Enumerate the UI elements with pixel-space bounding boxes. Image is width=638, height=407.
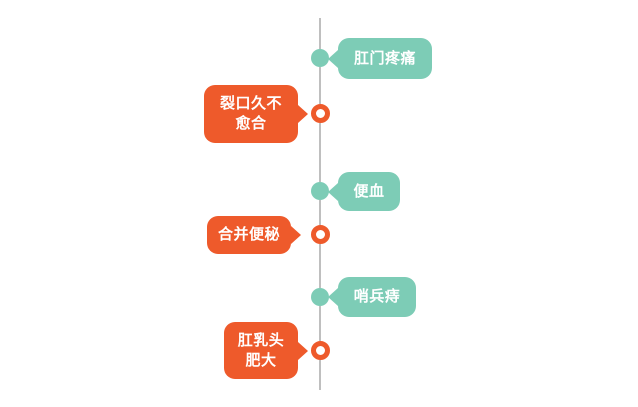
bubble-tail-right-icon: [291, 226, 301, 244]
timeline-bubble-label: 合并便秘: [217, 225, 280, 244]
bubble-tail-right-icon: [298, 341, 308, 360]
timeline-bubble-6[interactable]: 肛乳头 肥大: [224, 322, 308, 379]
timeline-bubble-label: 肛门疼痛: [353, 48, 416, 67]
timeline-bubble-label: 便血: [353, 181, 385, 200]
timeline-axis-segment: [319, 200, 321, 225]
timeline-marker-ring-2[interactable]: [311, 104, 330, 123]
timeline-bubble-label: 肛乳头 肥大: [237, 330, 285, 369]
timeline-axis-segment: [319, 244, 321, 288]
timeline-bubble-2[interactable]: 裂口久不 愈合: [204, 85, 308, 143]
timeline-bubble-4[interactable]: 合并便秘: [207, 216, 301, 254]
timeline-axis-segment: [319, 306, 321, 341]
timeline-bubble-label: 哨兵痔: [353, 287, 401, 306]
timeline-marker-dot-3[interactable]: [311, 182, 329, 200]
timeline-axis-segment: [319, 360, 321, 390]
timeline-bubble-5[interactable]: 哨兵痔: [328, 277, 416, 317]
timeline-axis-segment: [319, 18, 321, 49]
timeline-axis-segment: [319, 67, 321, 104]
timeline-bubble-label: 裂口久不 愈合: [219, 94, 282, 132]
bubble-tail-left-icon: [328, 288, 338, 306]
timeline-axis-segment: [319, 123, 321, 182]
timeline-bubble-1[interactable]: 肛门疼痛: [328, 38, 432, 79]
bubble-tail-right-icon: [298, 105, 308, 123]
timeline-marker-dot-5[interactable]: [311, 288, 329, 306]
timeline-marker-ring-6[interactable]: [311, 341, 330, 360]
bubble-tail-left-icon: [328, 182, 338, 201]
timeline-bubble-3[interactable]: 便血: [328, 172, 400, 211]
timeline-marker-dot-1[interactable]: [311, 49, 329, 67]
bubble-tail-left-icon: [328, 49, 338, 68]
timeline-marker-ring-4[interactable]: [311, 225, 330, 244]
